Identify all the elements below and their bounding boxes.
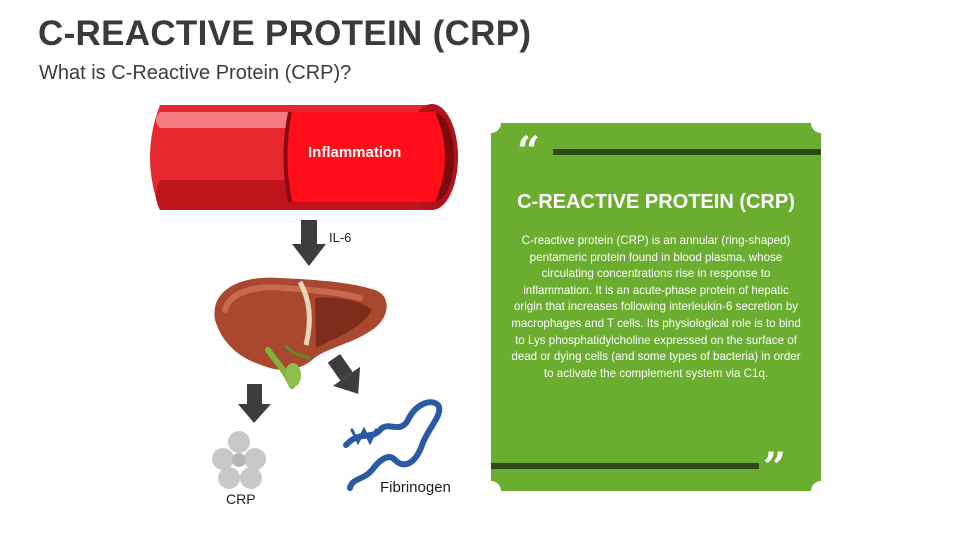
crp-pentamer-icon <box>212 431 266 489</box>
page-subtitle: What is C-Reactive Protein (CRP)? <box>39 62 352 84</box>
arrow-down-icon <box>238 384 271 423</box>
fibrinogen-label: Fibrinogen <box>380 479 451 496</box>
card-background <box>491 123 821 491</box>
card-body: C-reactive protein (CRP) is an annular (… <box>511 234 801 380</box>
definition-card: “ ” C-REACTIVE PROTEIN (CRP) C-reactive … <box>491 123 821 491</box>
blood-vessel-icon <box>150 104 458 210</box>
arrow-down-icon <box>292 220 326 266</box>
crp-label: CRP <box>226 491 256 507</box>
page-title: C-REACTIVE PROTEIN (CRP) <box>38 14 532 53</box>
quote-open-icon: “ <box>517 128 541 175</box>
arrow-down-icon <box>327 354 361 394</box>
il6-label: IL-6 <box>329 230 352 245</box>
fibrinogen-icon <box>343 399 443 491</box>
liver-icon <box>214 277 387 389</box>
card-title: C-REACTIVE PROTEIN (CRP) <box>517 191 795 213</box>
quote-close-icon: ” <box>763 444 787 491</box>
inflammation-label: Inflammation <box>308 144 402 161</box>
